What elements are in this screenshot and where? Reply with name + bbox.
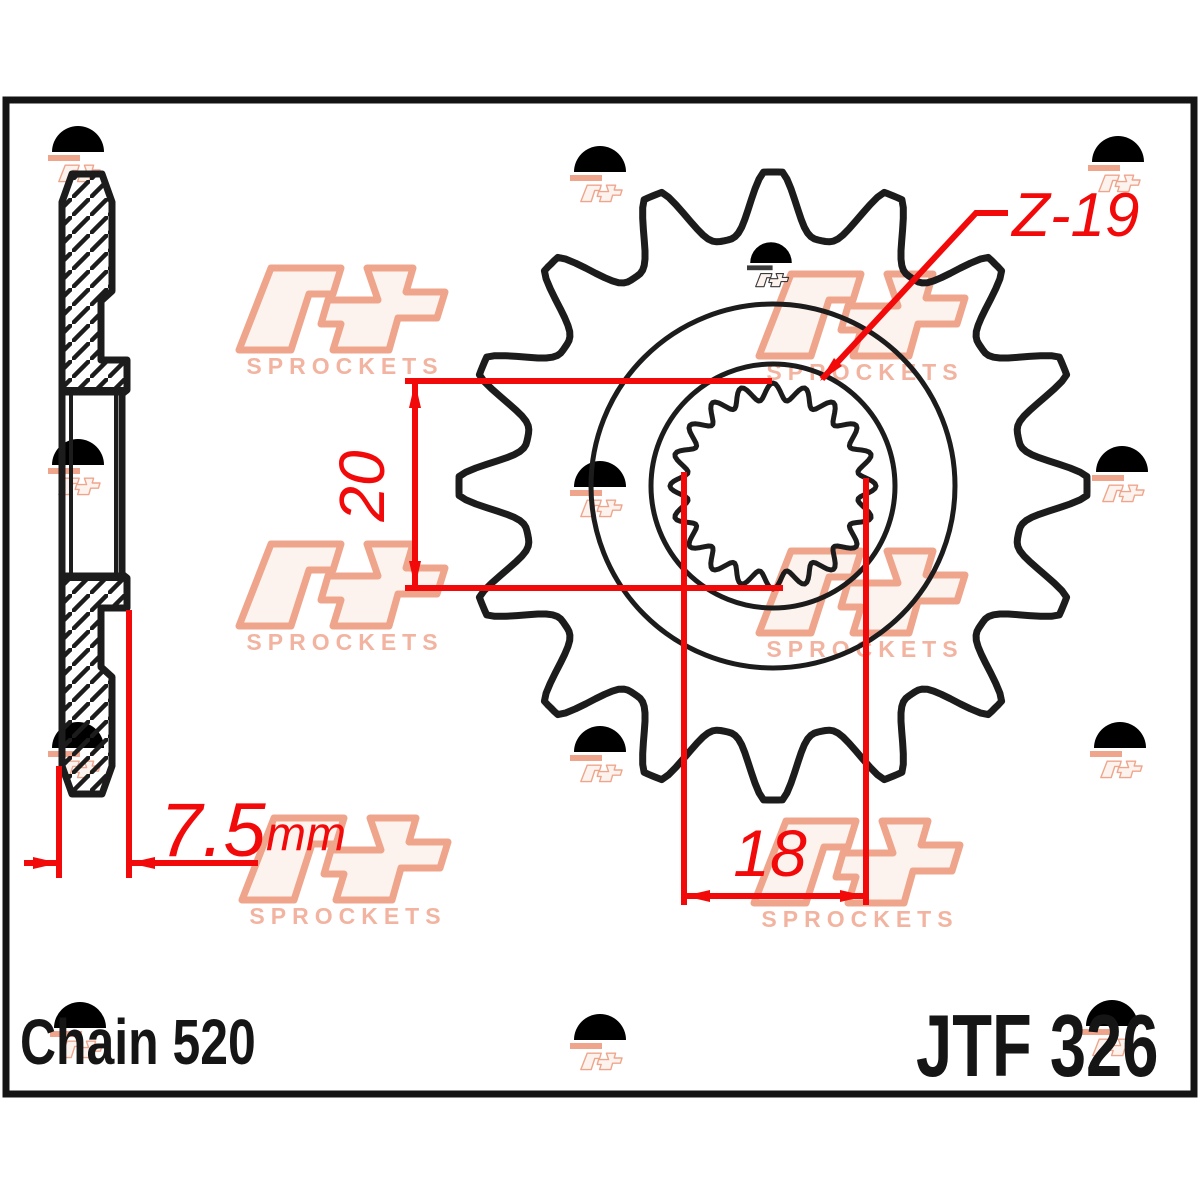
dimension-value-18: 18 [733, 816, 807, 890]
watermark-brand-text: SPROCKETS [249, 903, 446, 929]
part-number-label: JTF 326 [916, 998, 1158, 1096]
section-outline [58, 170, 131, 798]
dimension-thickness: 7.5 mm [24, 610, 346, 878]
arrowhead-right-icon [840, 890, 866, 902]
arrowhead-up-icon [409, 382, 421, 408]
watermark-brand-text: SPROCKETS [761, 906, 958, 932]
watermark-layer: SPROCKETS SPROCKETS SPROCKETS SPROCKETS … [24, 100, 1178, 1070]
dimension-bore-height: 20 [326, 378, 783, 591]
watermark-brand-text: SPROCKETS [246, 353, 443, 379]
hub-boss-circle [648, 361, 898, 611]
chain-size-label: Chain 520 [20, 1007, 256, 1078]
teeth-count-callout: Z-19 [819, 181, 1139, 382]
dimension-layer: 20 18 7.5 mm Z-19 [24, 181, 1139, 905]
dimension-bore-width: 18 [681, 472, 869, 905]
front-view [455, 168, 1091, 804]
watermark-brand-text: SPROCKETS [766, 636, 963, 662]
hub-recess-circle [588, 301, 958, 671]
arrowhead-left-icon [129, 857, 155, 869]
side-section-view [58, 170, 131, 798]
dimension-unit-mm: mm [266, 808, 346, 861]
leader-line [819, 210, 1008, 382]
dimension-value-thickness: 7.5 [160, 788, 266, 873]
watermark-brand-text: SPROCKETS [246, 629, 443, 655]
teeth-count-label: Z-19 [1010, 181, 1139, 250]
arrowhead-leader-icon [820, 358, 842, 381]
sprocket-teeth-outline [455, 168, 1091, 804]
arrowhead-right-icon [33, 857, 59, 869]
watermark-brand-text: SPROCKETS [766, 359, 963, 385]
dimension-value-20: 20 [326, 450, 398, 523]
arrowhead-left-icon [684, 890, 710, 902]
spline-bore-outline [667, 380, 879, 592]
arrowhead-down-icon [409, 561, 421, 587]
